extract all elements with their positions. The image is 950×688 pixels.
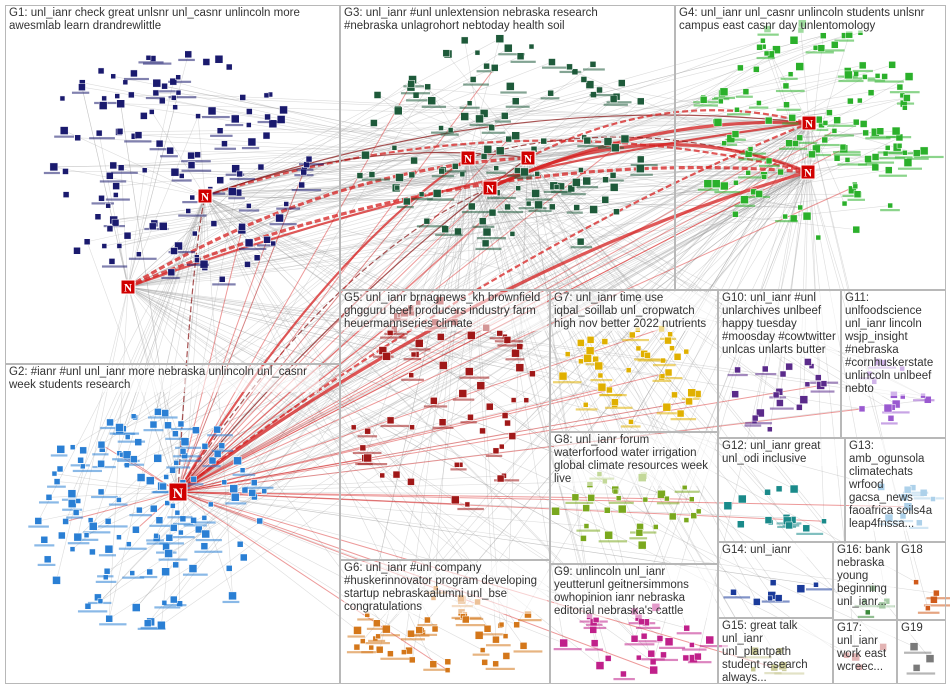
group-box-g3: G3: unl_ianr #unl unlextension nebraska … — [340, 5, 675, 290]
group-box-g11: G11: unlfoodscience unl_ianr lincoln wsj… — [841, 290, 946, 438]
group-label-g6: G6: unl_ianr #unl company #huskerinnovat… — [344, 562, 547, 614]
group-label-g16: G16: bank nebraska young beginning unl_i… — [837, 544, 894, 609]
group-box-g16: G16: bank nebraska young beginning unl_i… — [833, 542, 897, 620]
group-label-g2: G2: #ianr #unl unl_ianr more nebraska un… — [9, 366, 319, 392]
group-box-g10: G10: unl_ianr #unl unlarchives unlbeef h… — [718, 290, 841, 438]
group-label-g14: G14: unl_ianr — [722, 544, 830, 557]
group-label-g8: G8: unl_ianr forum waterforfood water ir… — [554, 434, 715, 486]
group-label-g3: G3: unl_ianr #unl unlextension nebraska … — [344, 7, 644, 33]
group-label-g19: G19 — [901, 622, 943, 635]
group-label-g15: G15: great talk unl_ianr unl_plantpath s… — [722, 620, 830, 684]
group-label-g9: G9: unlincoln unl_ianr yeutterunl geitne… — [554, 566, 715, 618]
group-box-g2: G2: #ianr #unl unl_ianr more nebraska un… — [5, 364, 340, 684]
group-box-g18: G18 — [897, 542, 946, 620]
group-label-g10: G10: unl_ianr #unl unlarchives unlbeef h… — [722, 292, 838, 357]
group-box-g9: G9: unlincoln unl_ianr yeutterunl geitne… — [550, 564, 718, 684]
group-box-g6: G6: unl_ianr #unl company #huskerinnovat… — [340, 560, 550, 684]
group-label-g1: G1: unl_ianr check great unlsnr unl_casn… — [9, 7, 319, 33]
group-label-g12: G12: unl_ianr great unl_odi inclusive — [722, 440, 842, 466]
group-box-g19: G19 — [897, 620, 946, 684]
group-box-g5: G5: unl_ianr brnagnews_kh brownfield ghg… — [340, 290, 550, 560]
group-box-g13: G13: amb_ogunsola climatechats wrfood ga… — [845, 438, 946, 542]
group-box-g14: G14: unl_ianr — [718, 542, 833, 618]
group-box-g7: G7: unl_ianr time use iqbal_soillab unl_… — [550, 290, 718, 432]
group-label-g4: G4: unl_ianr unl_casnr unlincoln student… — [679, 7, 939, 33]
group-label-g7: G7: unl_ianr time use iqbal_soillab unl_… — [554, 292, 715, 331]
group-label-g18: G18 — [901, 544, 943, 557]
group-box-g4: G4: unl_ianr unl_casnr unlincoln student… — [675, 5, 946, 290]
group-label-g13: G13: amb_ogunsola climatechats wrfood ga… — [849, 440, 943, 531]
group-label-g5: G5: unl_ianr brnagnews_kh brownfield ghg… — [344, 292, 547, 331]
group-box-g15: G15: great talk unl_ianr unl_plantpath s… — [718, 618, 833, 684]
group-box-g17: G17: unl_ianr work east wcreec... — [833, 620, 897, 684]
group-box-g1: G1: unl_ianr check great unlsnr unl_casn… — [5, 5, 340, 364]
group-box-g12: G12: unl_ianr great unl_odi inclusive — [718, 438, 845, 542]
group-label-g11: G11: unlfoodscience unl_ianr lincoln wsj… — [845, 292, 943, 396]
group-label-g17: G17: unl_ianr work east wcreec... — [837, 622, 894, 674]
group-box-g8: G8: unl_ianr forum waterforfood water ir… — [550, 432, 718, 564]
